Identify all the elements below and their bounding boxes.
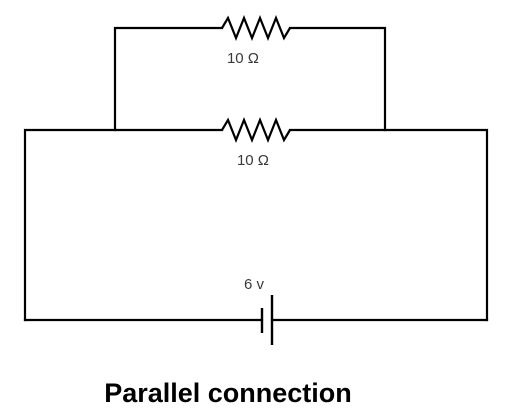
upper-branch-wire-right	[288, 26, 387, 132]
upper-resistor	[221, 15, 291, 41]
middle-branch-wire-left	[23, 128, 224, 322]
upper-resistor-label: 10 Ω	[227, 50, 259, 67]
battery-label: 6 v	[244, 276, 265, 293]
battery-symbol	[260, 295, 274, 345]
middle-branch-wire-right	[288, 128, 489, 322]
lower-resistor	[221, 117, 291, 143]
lower-resistor-label: 10 Ω	[237, 152, 269, 169]
diagram-caption: Parallel connection	[104, 378, 352, 408]
upper-branch-wire	[113, 26, 224, 132]
